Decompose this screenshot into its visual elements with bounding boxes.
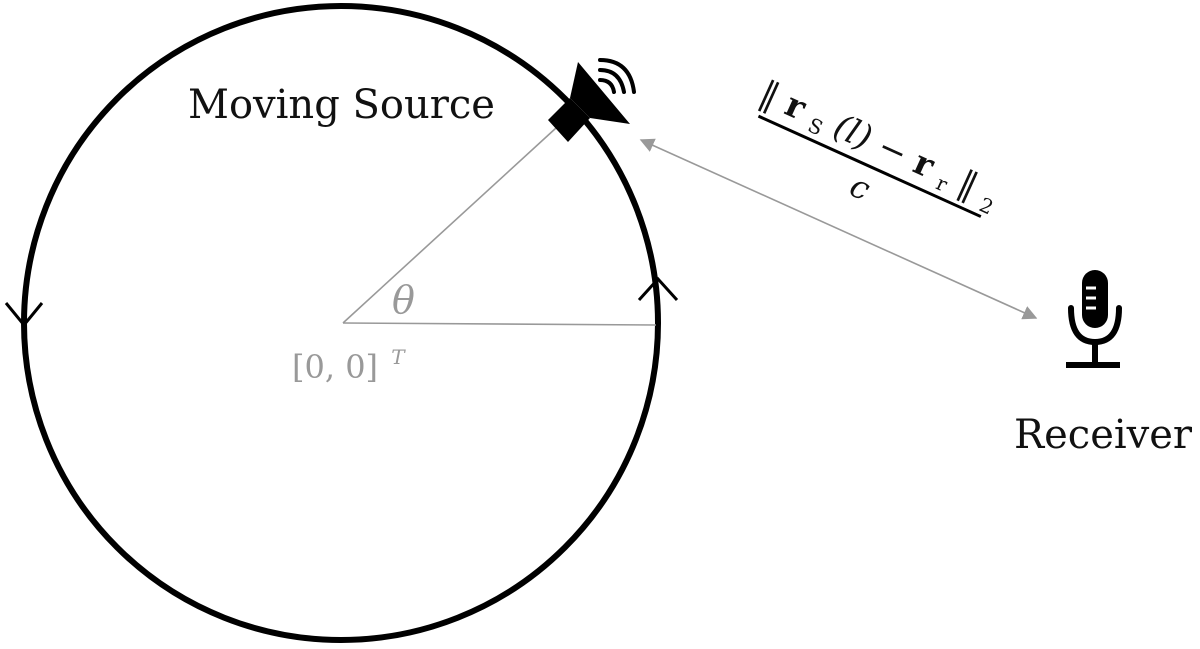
moving-source-label: Moving Source (188, 82, 495, 128)
origin-label-base: [0, 0] (292, 348, 378, 386)
propagation-distance-arrow (639, 138, 1038, 320)
propagation-delay-formula: ‖ r S (l) − r r ‖ 2 c (751, 73, 1005, 221)
formula-denominator: c (844, 166, 876, 208)
formula-rr: r (907, 142, 941, 186)
horizontal-radius-line (342, 322, 657, 326)
formula-fraction-bar (757, 114, 982, 218)
speaker-icon (548, 58, 636, 142)
formula-sub-r: r (933, 171, 952, 197)
formula-minus: − (871, 126, 913, 174)
origin-label-superscript: T (391, 345, 406, 369)
formula-sub-s: S (804, 113, 826, 141)
microphone-icon (1066, 270, 1122, 368)
formula-rs: r (779, 85, 813, 129)
direction-arrow-left (4, 302, 44, 328)
origin-label: [0, 0] T (292, 345, 406, 386)
formula-numerator: ‖ r S (l) − r r ‖ 2 (751, 73, 1005, 221)
formula-norm-close: ‖ (952, 163, 984, 206)
source-radius-line (342, 127, 557, 324)
angle-label: θ (392, 278, 415, 322)
receiver-label: Receiver (1014, 412, 1193, 458)
formula-norm-open: ‖ (754, 73, 786, 116)
